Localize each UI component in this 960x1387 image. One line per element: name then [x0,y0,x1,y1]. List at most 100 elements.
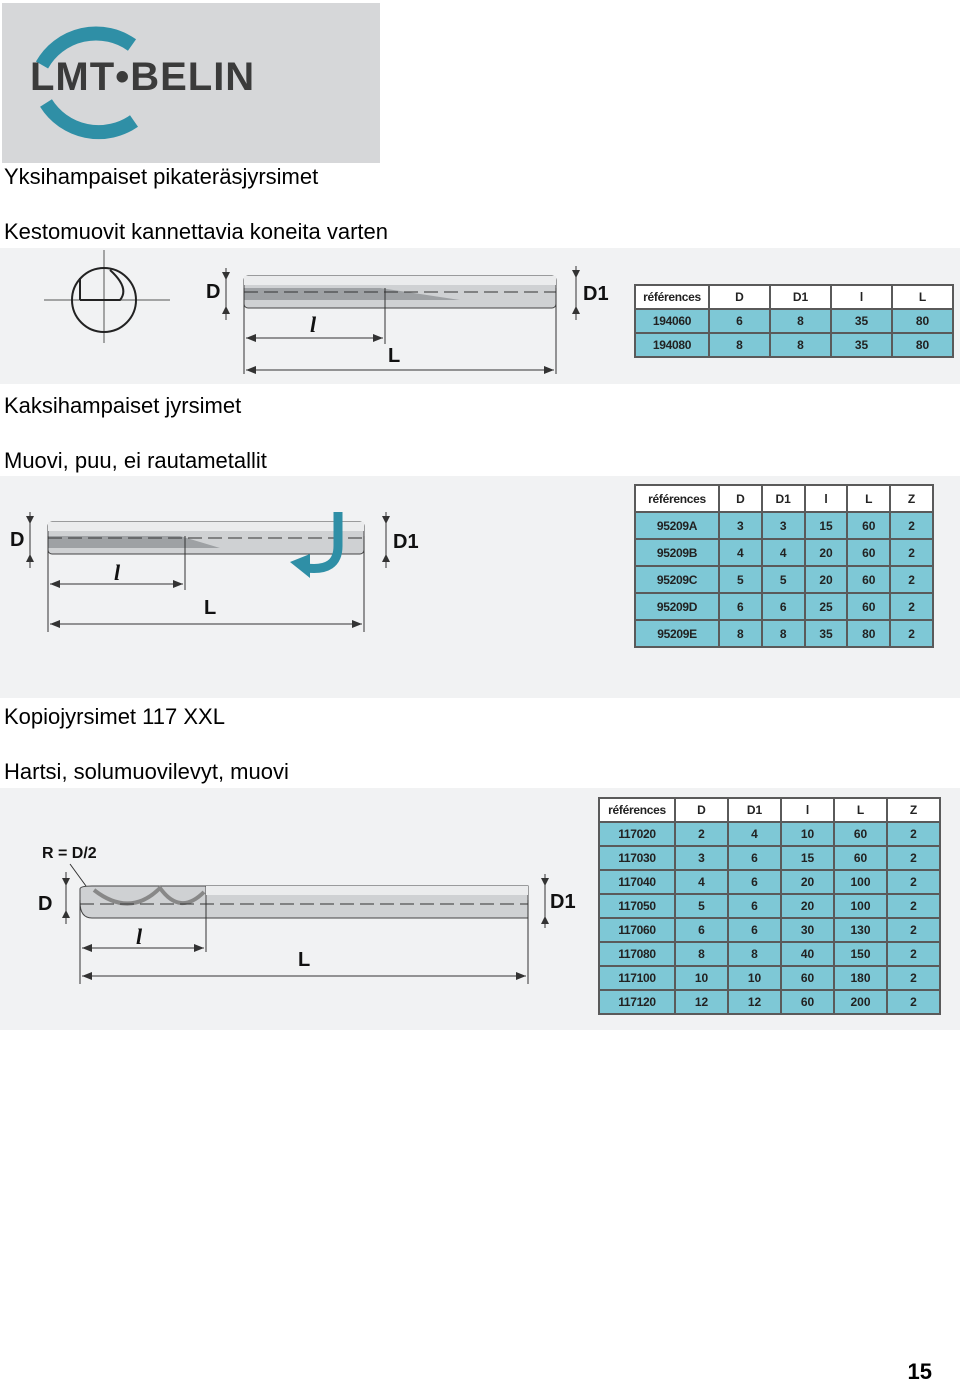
table-cell: 6 [708,308,771,334]
table-row: 95209C 5 5 20 60 2 [634,565,934,594]
label-R: R = D/2 [42,845,97,862]
table-header: L [891,284,954,310]
table-cell: 40 [780,941,835,967]
label-l: l [310,312,317,337]
table-cell: 80 [891,308,954,334]
table-header: D1 [760,484,806,513]
table-cell: 194080 [634,332,710,358]
table-cell: 6 [674,917,729,943]
label-D1: D1 [393,531,419,553]
table-cell: 35 [830,308,893,334]
table-header: références [634,284,710,310]
table-row: 194080 8 8 35 80 [634,332,954,358]
table-header: l [830,284,893,310]
table-cell: 8 [760,619,806,648]
table-cell: 6 [760,592,806,621]
table-cell: 8 [769,332,832,358]
table-header: Z [886,797,941,823]
table-cell: 2 [886,869,941,895]
table-cell: 4 [760,538,806,567]
label-D: D [38,893,52,915]
table-cell: 117080 [598,941,676,967]
table-cell: 25 [803,592,849,621]
section-1-spec-table: références D D1 l L 194060 6 8 35 80 194… [634,284,954,358]
table-cell: 2 [889,565,934,594]
table-cell: 2 [886,893,941,919]
table-cell: 2 [886,917,941,943]
table-cell: 20 [780,869,835,895]
table-cell: 2 [886,821,941,847]
table-row: 117020 2 4 10 60 2 [598,821,941,847]
table-cell: 8 [708,332,771,358]
table-cell: 2 [889,592,934,621]
table-header: D1 [727,797,782,823]
table-cell: 95209B [634,538,720,567]
table-cell: 8 [769,308,832,334]
table-row: 117040 4 6 20 100 2 [598,869,941,895]
table-cell: 6 [727,917,782,943]
table-cell: 12 [674,989,729,1015]
company-logo: LMT•BELIN [2,3,380,163]
section-3-figure: R = D/2 D D1 l L références D D1 l L Z 1… [0,788,960,1030]
table-cell: 2 [889,619,934,648]
table-cell: 60 [780,965,835,991]
cutter-end-view [44,250,170,343]
section-1-title: Yksihampaiset pikateräsjyrsimet [4,164,319,189]
section-3-spec-table: références D D1 l L Z 117020 2 4 10 60 2… [598,797,941,1015]
table-cell: 100 [833,893,888,919]
table-cell: 60 [846,511,892,540]
label-L: L [204,597,216,619]
table-row: 117030 3 6 15 60 2 [598,845,941,871]
table-header: L [846,484,892,513]
section-2-subtitle: Muovi, puu, ei rautametallit [4,448,267,473]
table-header: références [634,484,720,513]
table-header: D [708,284,771,310]
table-cell: 2 [889,538,934,567]
table-row: 95209B 4 4 20 60 2 [634,538,934,567]
table-header: l [780,797,835,823]
table-cell: 10 [727,965,782,991]
table-cell: 180 [833,965,888,991]
table-cell: 20 [803,565,849,594]
table-cell: 15 [780,845,835,871]
table-cell: 2 [886,845,941,871]
table-cell: 60 [833,821,888,847]
table-cell: 4 [674,869,729,895]
table-cell: 5 [760,565,806,594]
table-cell: 117120 [598,989,676,1015]
table-cell: 60 [846,565,892,594]
ball-nose-cutter-drawing: R = D/2 D D1 l L [38,845,576,984]
table-cell: 60 [780,989,835,1015]
table-cell: 150 [833,941,888,967]
table-cell: 8 [727,941,782,967]
table-cell: 20 [780,893,835,919]
table-cell: 3 [718,511,763,540]
table-cell: 5 [674,893,729,919]
table-cell: 3 [760,511,806,540]
table-cell: 30 [780,917,835,943]
section-2-figure: D D1 l L références D D1 l L Z 95209A 3 … [0,476,960,698]
section-1-figure: D D1 l L références D D1 l L 194060 6 8 … [0,248,960,384]
table-cell: 60 [846,538,892,567]
page-number: 15 [907,1359,932,1384]
table-cell: 3 [674,845,729,871]
table-row: 95209D 6 6 25 60 2 [634,592,934,621]
table-cell: 20 [803,538,849,567]
table-header: D [718,484,763,513]
section-1-subtitle: Kestomuovit kannettavia koneita varten [4,219,389,244]
section-3-title: Kopiojyrsimet 117 XXL [4,704,225,729]
label-D1: D1 [583,283,609,305]
table-header: L [833,797,888,823]
table-row: 117060 6 6 30 130 2 [598,917,941,943]
label-D1: D1 [550,891,576,913]
table-cell: 95209C [634,565,720,594]
logo-arc-icon [35,26,138,140]
label-D: D [10,529,24,551]
table-cell: 2 [886,989,941,1015]
table-cell: 2 [886,941,941,967]
single-flute-cutter-drawing: D D1 l L [44,250,609,374]
table-cell: 12 [727,989,782,1015]
table-cell: 35 [830,332,893,358]
table-cell: 60 [833,845,888,871]
section-2-title: Kaksihampaiset jyrsimet [4,393,242,418]
